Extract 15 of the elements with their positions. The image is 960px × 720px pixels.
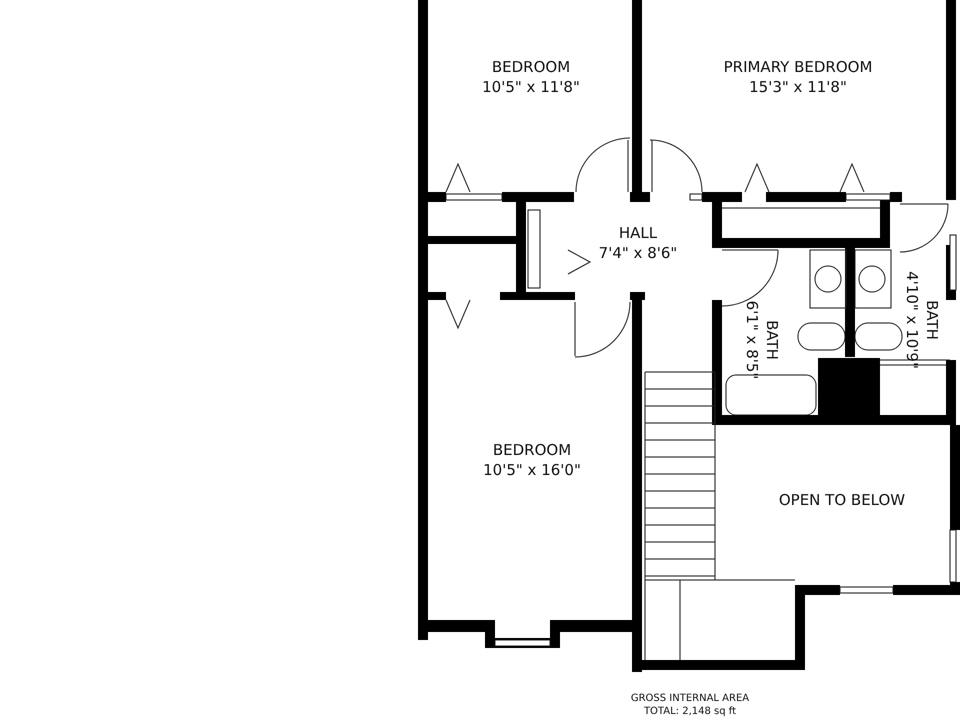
room-name: BATH [762, 319, 782, 362]
room-dimensions: 10'5" x 11'8" [482, 77, 580, 97]
room-dimensions: 10'5" x 16'0" [483, 460, 581, 480]
room-name: BEDROOM [492, 440, 572, 460]
room-name: PRIMARY BEDROOM [724, 57, 872, 77]
room-name: HALL [618, 223, 658, 243]
room-name: OPEN TO BELOW [778, 490, 906, 510]
room-name: BEDROOM [490, 57, 572, 77]
room-dimensions: 6'1" x 8'5" [742, 300, 762, 380]
room-dimensions: 4'10" x 10'9" [902, 271, 922, 369]
area-total: TOTAL: 2,148 sq ft [644, 705, 736, 718]
room-dimensions: 7'4" x 8'6" [598, 243, 678, 263]
area-heading: GROSS INTERNAL AREA [630, 692, 750, 705]
room-name: BATH [922, 299, 942, 342]
room-dimensions: 15'3" x 11'8" [748, 77, 848, 97]
